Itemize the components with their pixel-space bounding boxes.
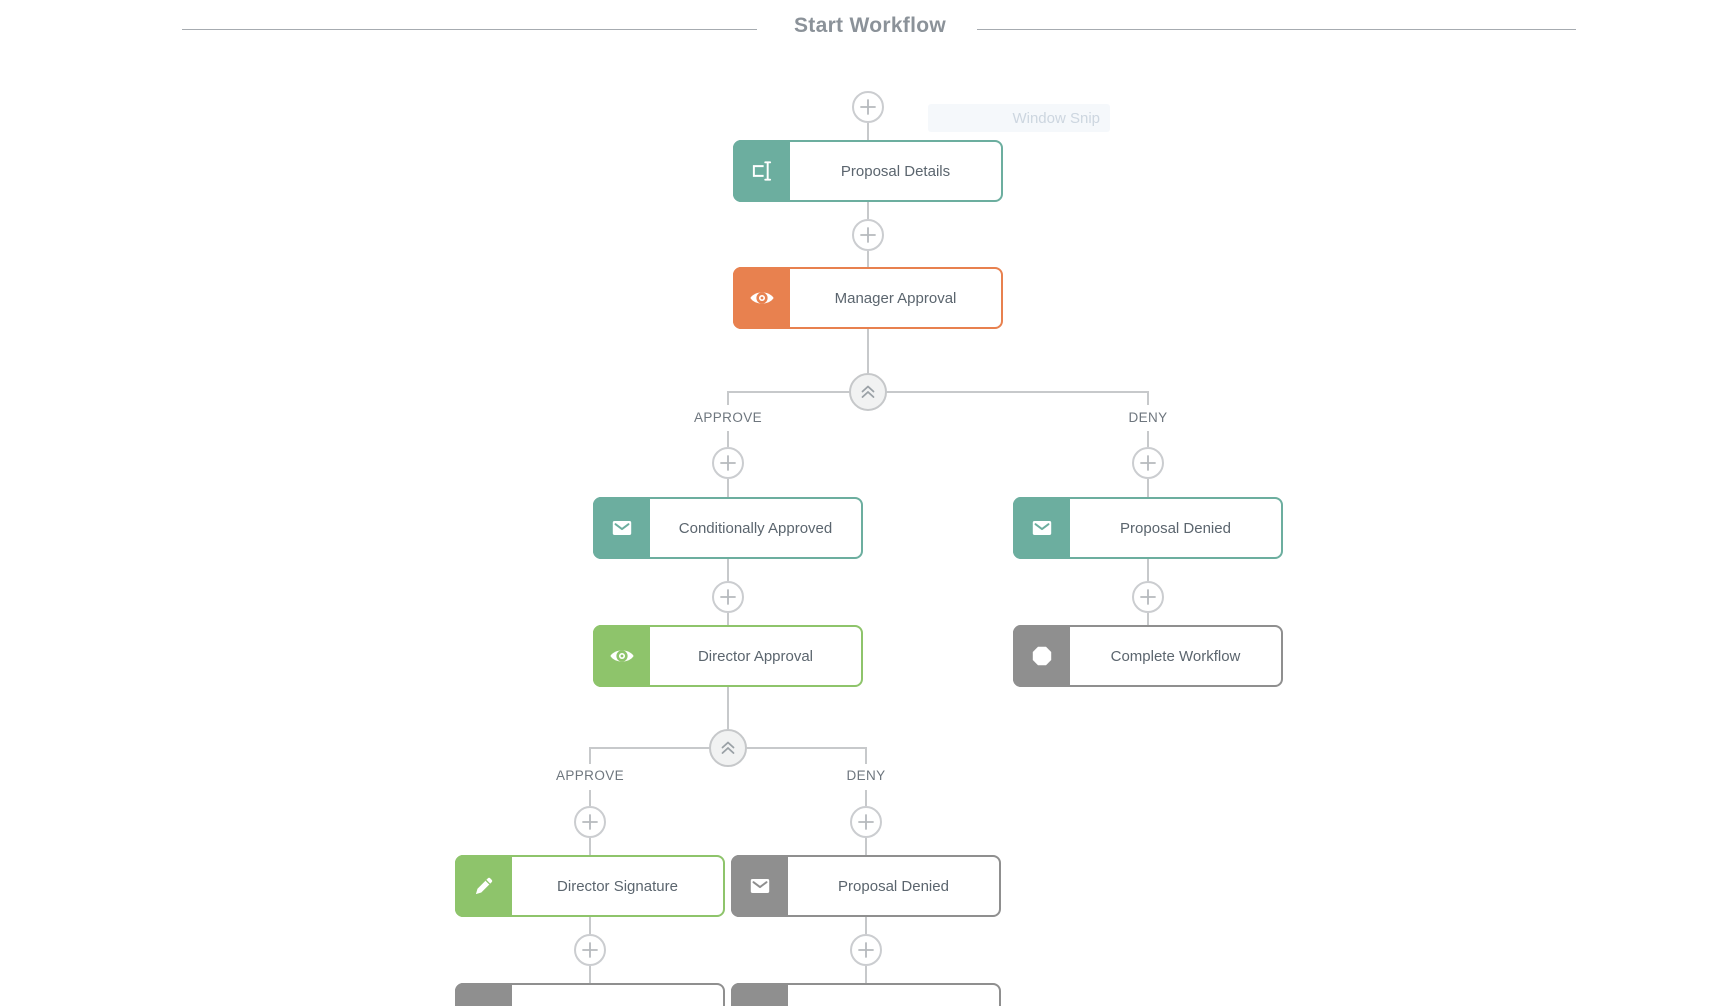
node-proposal-denied[interactable]: Proposal Denied — [1013, 497, 1283, 559]
add-step-button[interactable] — [574, 806, 606, 838]
envelope-icon — [593, 497, 650, 559]
page-title: Start Workflow — [794, 14, 946, 37]
add-step-button[interactable] — [712, 581, 744, 613]
pen-icon — [455, 855, 512, 917]
eye-icon — [733, 267, 790, 329]
branch-label-deny: DENY — [806, 767, 926, 785]
node-director-signature[interactable]: Director Signature — [455, 855, 725, 917]
title-divider-right — [977, 29, 1576, 30]
add-step-button[interactable] — [850, 934, 882, 966]
connector — [865, 917, 867, 934]
connector — [589, 790, 591, 806]
connector — [867, 202, 869, 219]
node-label: Complete Workflow — [1110, 647, 1241, 665]
snip-toast: Window Snip — [928, 104, 1110, 132]
node-complete-workflow[interactable]: Complete Workflow — [1013, 625, 1283, 687]
node-label — [512, 985, 723, 1006]
branch-toggle[interactable] — [849, 373, 887, 411]
node-label: Manager Approval — [834, 289, 957, 307]
envelope-icon — [731, 855, 788, 917]
connector — [865, 790, 867, 806]
connector — [727, 479, 729, 497]
connector — [865, 838, 867, 855]
add-step-button[interactable] — [1132, 447, 1164, 479]
connector — [589, 838, 591, 855]
connector — [727, 431, 729, 447]
connector — [727, 559, 729, 581]
octagon-icon — [1013, 625, 1070, 687]
add-step-button[interactable] — [1132, 581, 1164, 613]
connector — [589, 917, 591, 934]
node-director-approval[interactable]: Director Approval — [593, 625, 863, 687]
connector — [727, 613, 729, 625]
node-label: Proposal Denied — [838, 877, 949, 895]
connector — [727, 391, 729, 405]
node-conditionally-approved[interactable]: Conditionally Approved — [593, 497, 863, 559]
connector — [865, 966, 867, 983]
add-step-button[interactable] — [852, 219, 884, 251]
envelope-icon — [455, 983, 512, 1006]
node-label: Director Signature — [557, 877, 678, 895]
connector — [867, 123, 869, 140]
input-field-icon — [733, 140, 790, 202]
node-label: Proposal Details — [840, 162, 951, 180]
connector — [1147, 431, 1149, 447]
connector — [1147, 479, 1149, 497]
node-label: Proposal Denied — [1120, 519, 1231, 537]
node-label — [788, 985, 999, 1006]
envelope-icon — [1013, 497, 1070, 559]
eye-icon — [593, 625, 650, 687]
connector — [867, 329, 869, 373]
branch-label-approve: APPROVE — [668, 409, 788, 427]
connector — [727, 391, 1149, 393]
connector — [727, 687, 729, 729]
node-label: Conditionally Approved — [678, 519, 833, 537]
add-step-button[interactable] — [850, 806, 882, 838]
node-label: Director Approval — [697, 647, 814, 665]
connector — [589, 747, 591, 764]
node-partial-left[interactable] — [455, 983, 725, 1006]
title-divider-left — [182, 29, 757, 30]
add-step-button[interactable] — [712, 447, 744, 479]
node-proposal-denied-2[interactable]: Proposal Denied — [731, 855, 1001, 917]
connector — [1147, 613, 1149, 625]
connector — [867, 251, 869, 267]
connector — [1147, 559, 1149, 581]
connector — [1147, 391, 1149, 405]
connector — [589, 966, 591, 983]
branch-toggle[interactable] — [709, 729, 747, 767]
node-manager-approval[interactable]: Manager Approval — [733, 267, 1003, 329]
connector — [865, 747, 867, 764]
branch-label-deny: DENY — [1088, 409, 1208, 427]
node-proposal-details[interactable]: Proposal Details — [733, 140, 1003, 202]
branch-label-approve: APPROVE — [530, 767, 650, 785]
envelope-icon — [731, 983, 788, 1006]
node-partial-right[interactable] — [731, 983, 1001, 1006]
add-step-button[interactable] — [852, 91, 884, 123]
add-step-button[interactable] — [574, 934, 606, 966]
